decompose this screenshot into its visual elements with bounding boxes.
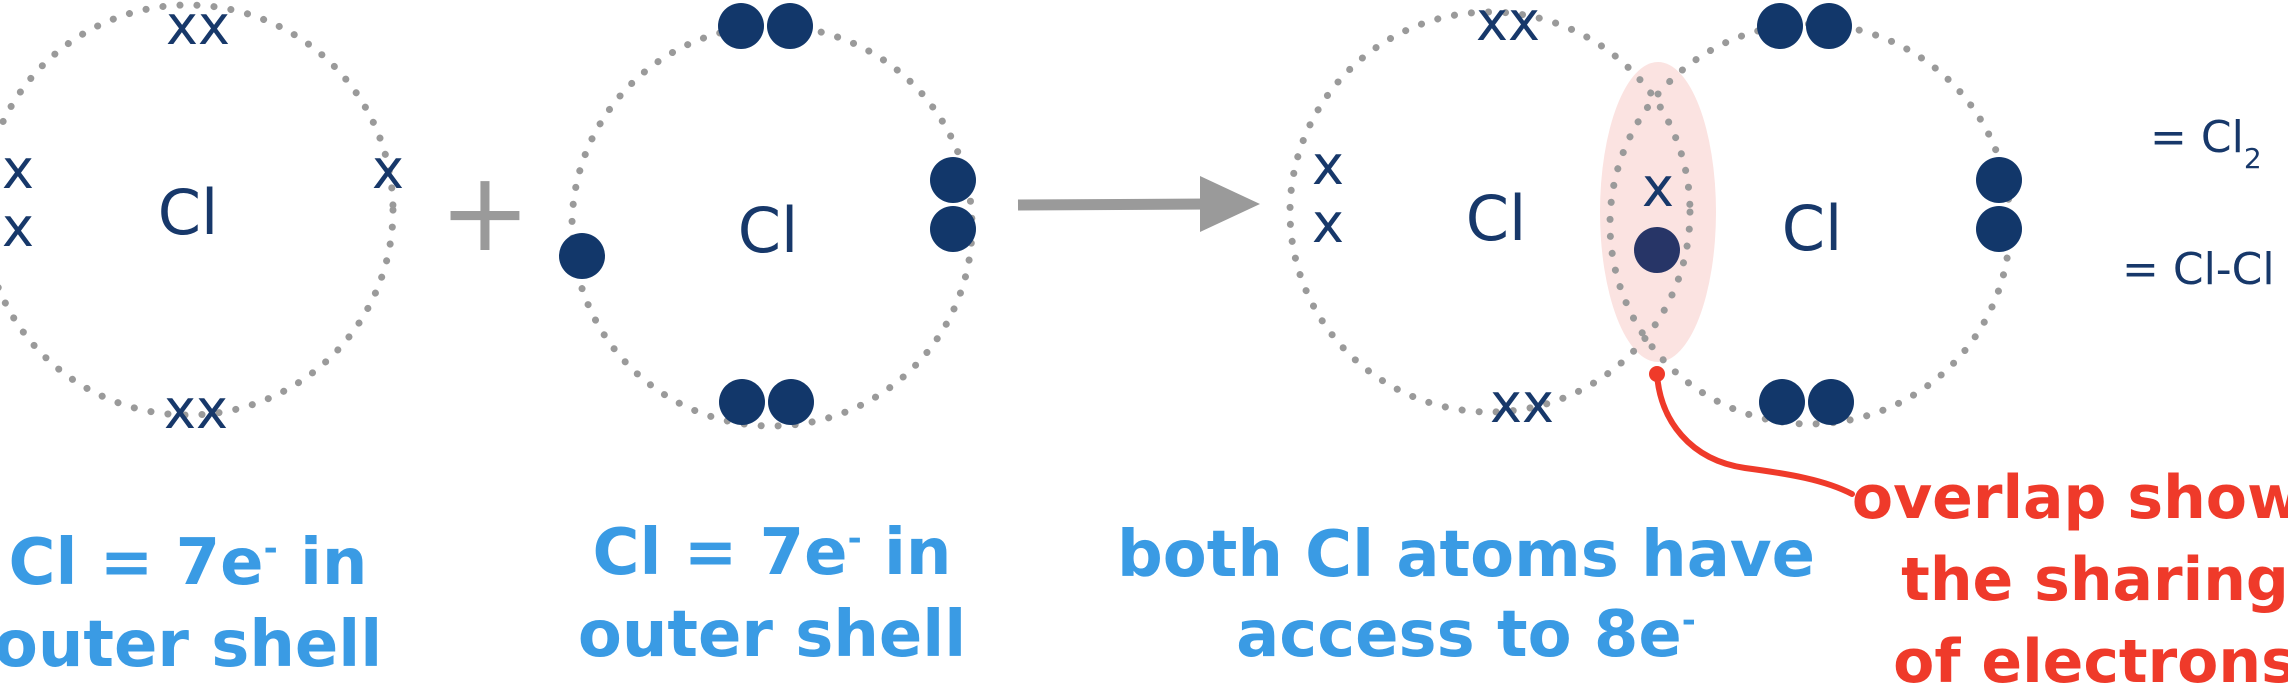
formula-prefix: = Cl	[2150, 112, 2244, 163]
atom-1-symbol: Cl	[158, 176, 219, 249]
pointer-curve	[1654, 371, 1855, 497]
overlap-note: overlap shows the sharing of electrons	[1852, 463, 2288, 694]
atom-1-left-electron-lower: x	[2, 196, 34, 259]
atom-2-electron	[768, 379, 814, 425]
arrow-head	[1200, 176, 1260, 232]
atom-1-top-electrons: xx	[166, 0, 230, 57]
atom-1-left-electron-upper: x	[2, 138, 34, 201]
atom-1-shell	[0, 1, 397, 419]
atom-4-electron	[1757, 3, 1803, 49]
caption-2: Cl = 7e- in outer shell	[578, 516, 966, 672]
caption-2-line-1: Cl = 7e- in	[593, 516, 952, 590]
atom-2-electron	[719, 379, 765, 425]
caption-1-line-1: Cl = 7e- in	[9, 526, 368, 600]
caption-3: both Cl atoms have access to 8e-	[1117, 518, 1815, 672]
atom-3-shell	[1286, 8, 1694, 416]
atom-4-electron	[1759, 379, 1805, 425]
atom-2-electron	[930, 157, 976, 203]
caption-3-line-1: both Cl atoms have	[1117, 518, 1815, 592]
atom-1: Cl xx xx x x x	[0, 0, 404, 441]
caption-3-line-2: access to 8e-	[1236, 598, 1696, 672]
overlap-note-line-1: overlap shows	[1852, 463, 2288, 533]
atom-2: Cl	[559, 3, 976, 430]
atom-3-symbol: Cl	[1466, 182, 1527, 255]
formula-equation: = Cl2	[2150, 112, 2262, 175]
atom-4-symbol: Cl	[1782, 192, 1843, 265]
atom-2-electron	[767, 3, 813, 49]
atom-3-top-electrons: xx	[1476, 0, 1540, 53]
caption-2-line-2: outer shell	[578, 598, 966, 672]
atom-2-electron	[930, 206, 976, 252]
atom-3-left-electron-upper: x	[1312, 134, 1344, 197]
structural-equation: = Cl-Cl	[2122, 244, 2275, 295]
atom-4-electron	[1806, 3, 1852, 49]
overlap-pointer	[1649, 366, 1855, 497]
shared-electron-cross: x	[1642, 156, 1674, 219]
atom-1-bottom-electrons: xx	[164, 378, 228, 441]
atom-2-symbol: Cl	[738, 194, 799, 267]
atom-3-left-electron-lower: x	[1312, 192, 1344, 255]
caption-1-line-2: outer shell	[0, 608, 382, 682]
overlap-note-line-2: the sharing	[1901, 545, 2288, 615]
equations: = Cl2 = Cl-Cl	[2122, 112, 2275, 295]
formula-subscript: 2	[2244, 142, 2262, 175]
caption-1: Cl = 7e- in outer shell	[0, 526, 382, 682]
atom-4-electron	[1976, 157, 2022, 203]
atom-4-electron	[1976, 206, 2022, 252]
atom-4: Cl	[1606, 3, 2022, 428]
atom-2-electron	[718, 3, 764, 49]
shared-electron-dot	[1634, 227, 1680, 273]
reaction-arrow	[1017, 176, 1260, 232]
plus-sign: +	[439, 148, 531, 276]
atom-1-right-electron: x	[372, 138, 404, 201]
overlap-note-line-3: of electrons	[1893, 627, 2288, 694]
atom-3: Cl xx xx x x	[1286, 0, 1694, 435]
arrow-shaft	[1017, 198, 1211, 211]
atom-2-electron	[559, 233, 605, 279]
atom-3-bottom-electrons: xx	[1490, 372, 1554, 435]
atom-4-electron	[1808, 379, 1854, 425]
